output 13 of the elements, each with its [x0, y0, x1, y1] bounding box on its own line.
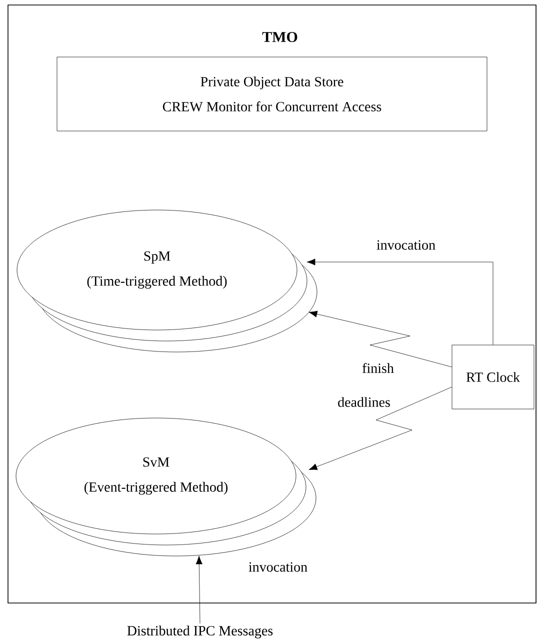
edge-label: invocation [247, 561, 309, 573]
arrow [308, 386, 452, 470]
method-ellipse-stack: SpM (Time-triggered Method) [16, 210, 318, 352]
clock-box: RT Clock [452, 344, 534, 410]
edge-label: invocation [375, 239, 437, 251]
arrow [306, 258, 494, 345]
edge-label: finish [361, 362, 395, 374]
method-ellipse-stack: SvM (Event-triggered Method) [16, 418, 316, 556]
arrow [308, 310, 452, 368]
data-store-box: Private Object Data Store CREW Monitor for Concurrent Access [56, 56, 488, 132]
edge-label: deadlines [336, 396, 392, 408]
message-text: Distributed IPC Messages [127, 626, 273, 638]
arrow [196, 556, 202, 624]
